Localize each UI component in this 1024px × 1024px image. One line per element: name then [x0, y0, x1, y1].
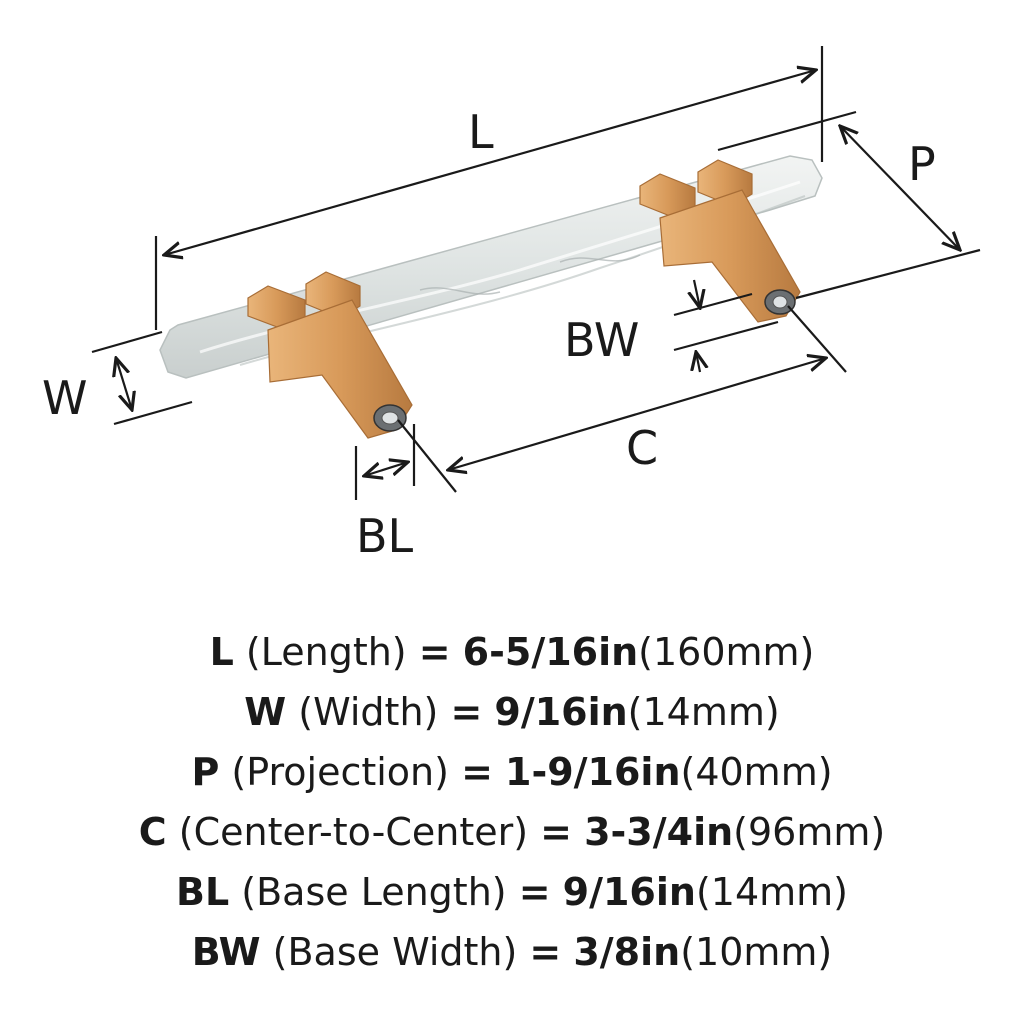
label-BL: BL	[356, 509, 414, 563]
spec-list: L (Length) = 6-5/16in(160mm) W (Width) =…	[0, 622, 1024, 982]
spec-base-width: BW (Base Width) = 3/8in(10mm)	[191, 930, 833, 974]
spec-width: W (Width) = 9/16in(14mm)	[244, 690, 780, 734]
left-base-post	[247, 271, 413, 439]
label-C: C	[626, 421, 658, 475]
spec-center-to-center: C (Center-to-Center) = 3-3/4in(96mm)	[138, 810, 886, 854]
label-P: P	[908, 137, 936, 191]
label-W: W	[42, 371, 87, 425]
dimension-lines	[91, 46, 981, 500]
handle-dimension-diagram: L P W BL BW C	[42, 46, 981, 563]
spec-projection: P (Projection) = 1-9/16in(40mm)	[191, 750, 833, 794]
label-L: L	[468, 105, 494, 159]
label-BW: BW	[564, 313, 639, 367]
spec-base-length: BL (Base Length) = 9/16in(14mm)	[176, 870, 848, 914]
spec-length: L (Length) = 6-5/16in(160mm)	[209, 630, 815, 674]
